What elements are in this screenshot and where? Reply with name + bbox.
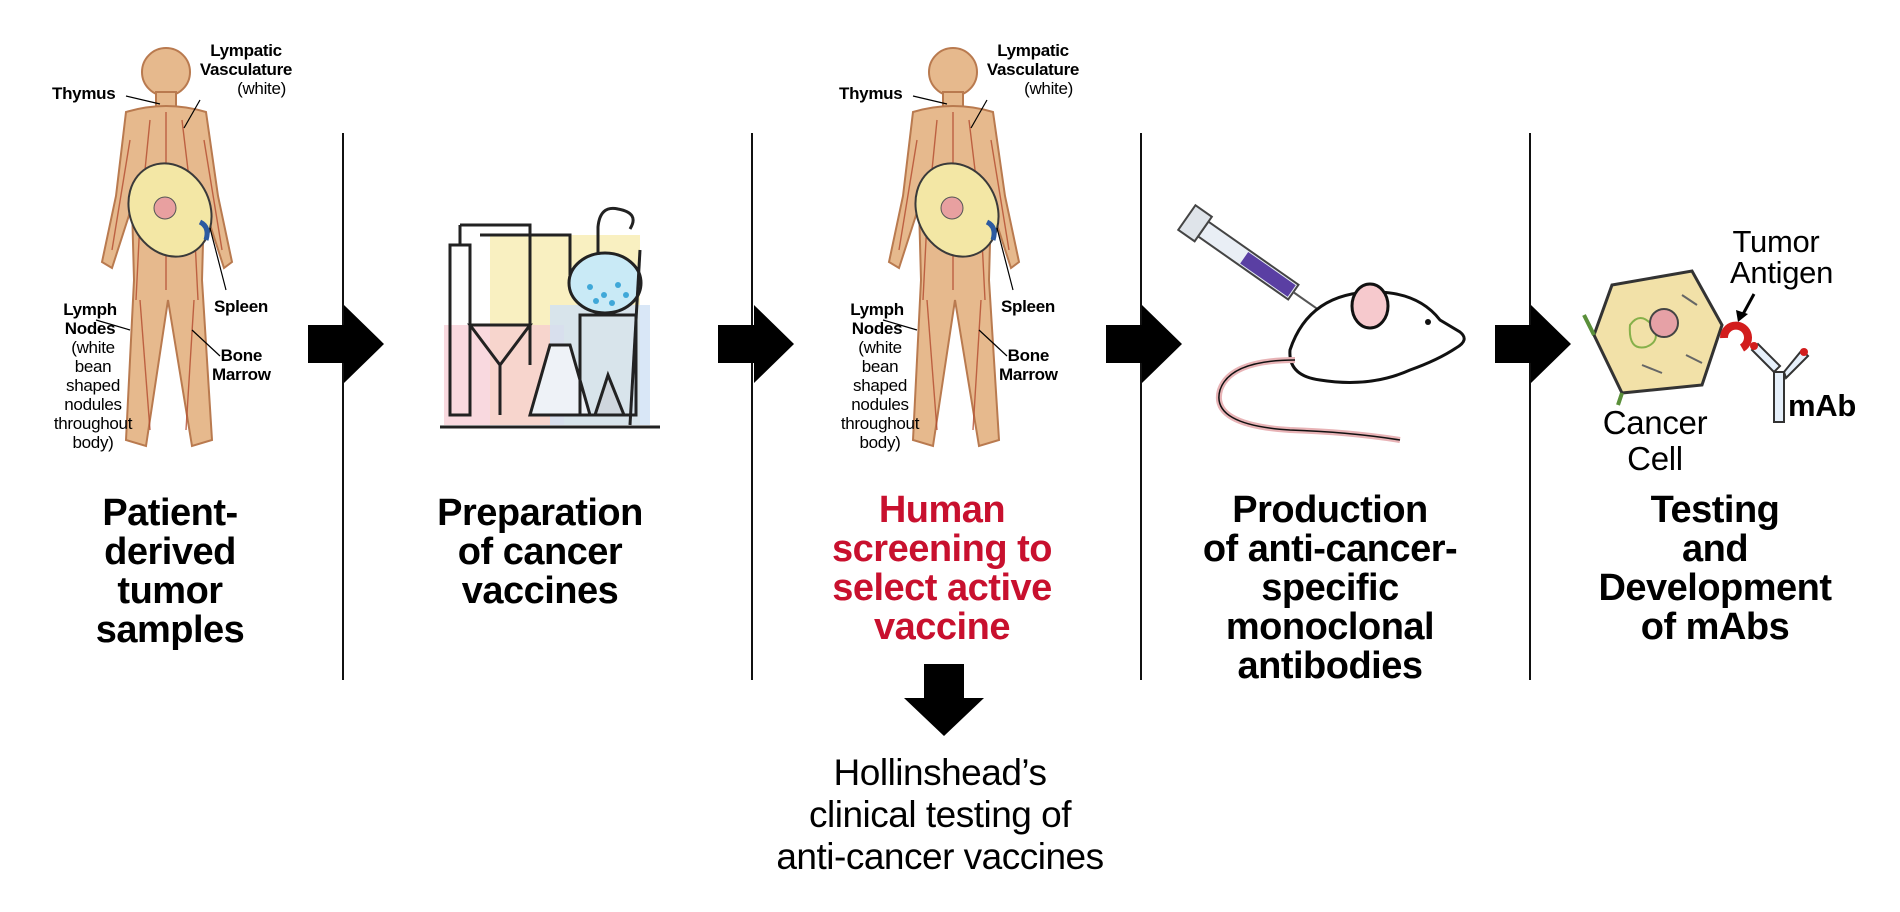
lab-glassware-icon bbox=[440, 206, 660, 429]
separator-1 bbox=[342, 133, 344, 680]
anatomy-figure-1: Thymus Lympatic Vasculature (white) Sple… bbox=[0, 0, 330, 470]
tumor-antigen-arrow-icon bbox=[1736, 293, 1756, 322]
outcome-label: Hollinshead’s clinical testing of anti-c… bbox=[776, 752, 1104, 877]
cancer-cell-icon bbox=[1582, 269, 1724, 406]
bone-marrow-label: Bone Marrow bbox=[999, 346, 1058, 384]
human-body-icon bbox=[882, 47, 1021, 448]
lymph-nodes-note: (white bean shaped nodules throughout bo… bbox=[53, 338, 133, 452]
thymus-label: Thymus bbox=[839, 84, 903, 103]
bone-marrow-label: Bone Marrow bbox=[212, 346, 271, 384]
separator-2 bbox=[751, 133, 753, 680]
flow-arrow-3 bbox=[1106, 305, 1182, 383]
antigen-icon bbox=[1720, 321, 1752, 352]
spleen-label: Spleen bbox=[1001, 297, 1055, 316]
flow-arrow-1 bbox=[308, 305, 384, 383]
separator-4 bbox=[1529, 133, 1531, 680]
antibody-icon bbox=[1750, 342, 1810, 423]
stage-label-4: Production of anti-cancer- specific mono… bbox=[1202, 489, 1458, 687]
lymphatic-label: Lympatic Vasculature (white) bbox=[199, 41, 293, 98]
separator-3 bbox=[1140, 133, 1142, 680]
stage-label-2: Preparation of cancer vaccines bbox=[437, 492, 643, 612]
stage-label-3: Human screening to select active vaccine bbox=[832, 489, 1052, 648]
flow-arrow-2 bbox=[718, 305, 794, 383]
down-arrow bbox=[904, 664, 984, 736]
human-body-icon bbox=[95, 47, 234, 448]
stage-label-1: Patient- derived tumor samples bbox=[95, 492, 245, 651]
mab-label: mAb bbox=[1788, 388, 1856, 423]
stage-label-5: Testing and Development of mAbs bbox=[1598, 489, 1832, 648]
lymph-nodes-note: (white bean shaped nodules throughout bo… bbox=[840, 338, 920, 452]
spleen-label: Spleen bbox=[214, 297, 268, 316]
tumor-antigen-label: Tumor Antigen bbox=[1730, 224, 1834, 290]
thymus-label: Thymus bbox=[52, 84, 116, 103]
mouse-syringe-icon bbox=[1176, 203, 1466, 443]
flow-arrow-4 bbox=[1495, 305, 1571, 383]
lymphatic-label: Lympatic Vasculature (white) bbox=[986, 41, 1080, 98]
lymph-nodes-label: Lymph Nodes bbox=[850, 300, 904, 338]
lymph-nodes-label: Lymph Nodes bbox=[63, 300, 117, 338]
anatomy-figure-2: Thymus Lympatic Vasculature (white) Sple… bbox=[787, 0, 1117, 470]
cancer-cell-label: Cancer Cell bbox=[1602, 404, 1708, 477]
